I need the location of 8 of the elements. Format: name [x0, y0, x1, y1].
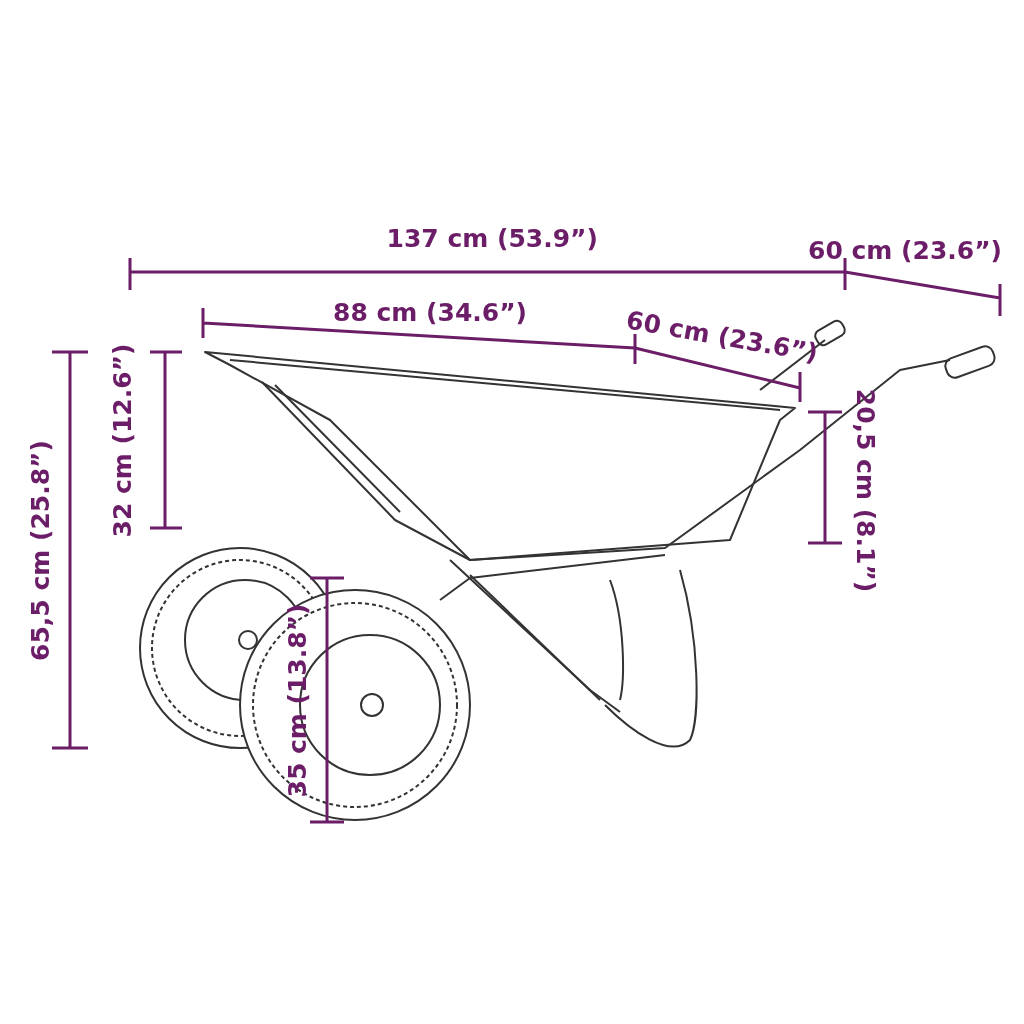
dimension-label: 65,5 cm (25.8”) [27, 439, 53, 661]
dimension-label: 20,5 cm (8.1”) [853, 388, 879, 592]
dimension-label: 60 cm (23.6”) [624, 306, 820, 366]
dimension-label: 137 cm (53.9”) [386, 225, 598, 251]
dimension-label: 35 cm (13.8”) [284, 603, 310, 797]
dimension-label: 60 cm (23.6”) [808, 237, 1003, 263]
dimension-label: 88 cm (34.6”) [333, 299, 528, 325]
dimension-label: 32 cm (12.6”) [109, 343, 135, 537]
